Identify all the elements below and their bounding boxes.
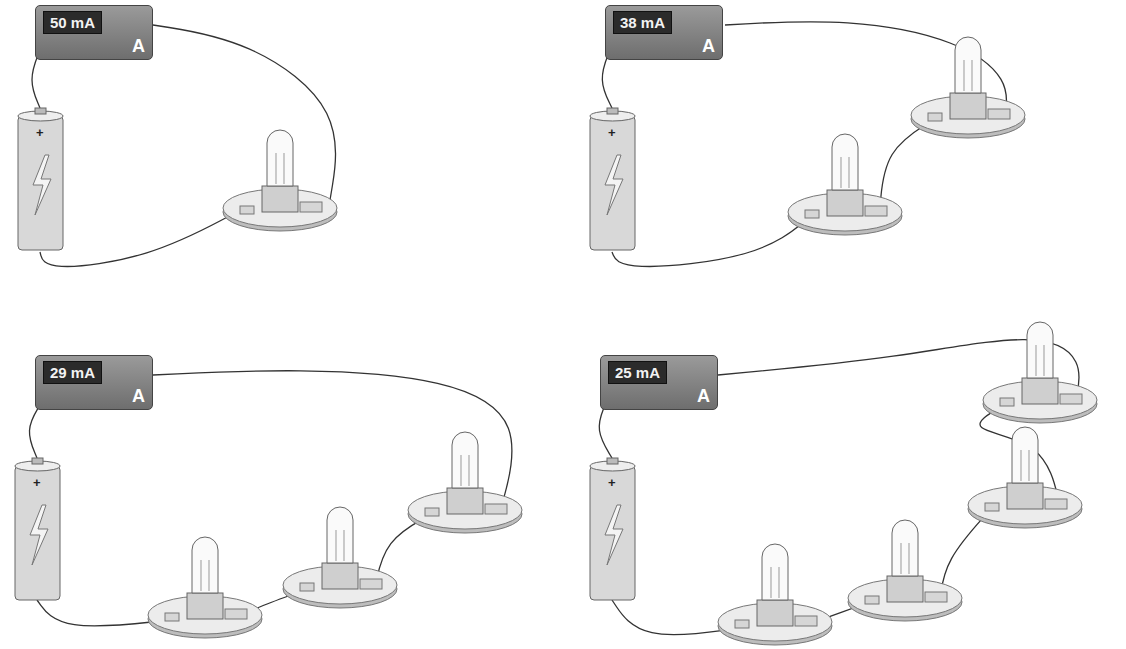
bulb-on-holder (718, 544, 832, 645)
wire (612, 217, 810, 266)
battery-polarity: + (608, 126, 616, 139)
bulb-on-holder (408, 432, 522, 533)
battery (590, 458, 635, 600)
current-reading: 50 mA (43, 11, 102, 34)
wire (40, 213, 235, 266)
wire (153, 25, 336, 200)
bulb-on-holder (848, 520, 962, 621)
battery-polarity: + (608, 476, 616, 489)
wire (599, 405, 612, 458)
bulb-on-holder (283, 507, 397, 608)
ammeter: 29 mA A (35, 355, 153, 410)
ammeter: 38 mA A (605, 5, 723, 60)
current-reading: 29 mA (43, 361, 102, 384)
bulb-on-holder (911, 37, 1025, 138)
unit-symbol: A (613, 37, 715, 55)
wire (29, 405, 40, 458)
battery (15, 458, 60, 600)
bulb-on-holder (983, 322, 1097, 423)
circuit-panel (18, 25, 337, 266)
bulb-on-holder (968, 427, 1082, 528)
ammeter: 25 mA A (600, 355, 718, 410)
battery-polarity: + (36, 126, 44, 139)
bulb-on-holder (788, 134, 902, 235)
battery-polarity: + (33, 476, 41, 489)
unit-symbol: A (43, 37, 145, 55)
bulb-on-holder (148, 537, 262, 638)
bulb-on-holder (223, 130, 337, 231)
circuit-panel (15, 371, 522, 638)
battery (590, 108, 635, 250)
unit-symbol: A (43, 387, 145, 405)
battery (18, 108, 63, 250)
circuit-panel (590, 322, 1097, 645)
current-reading: 38 mA (613, 11, 672, 34)
ammeter: 50 mA A (35, 5, 153, 60)
current-reading: 25 mA (608, 361, 667, 384)
wire (880, 120, 933, 207)
unit-symbol: A (608, 387, 710, 405)
